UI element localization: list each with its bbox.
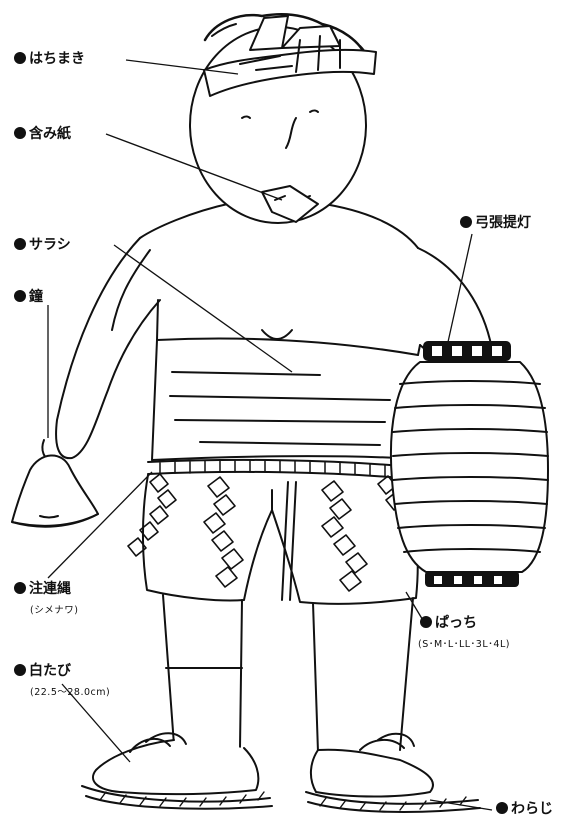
leader-lines [47, 59, 493, 811]
label-sarashi: サラシ [14, 238, 71, 252]
label-shimenawa: 注連縄 [14, 582, 71, 596]
leader-shirotabi [61, 683, 131, 763]
label-waraji: わらじ [496, 802, 553, 816]
bullet-dot-icon [14, 52, 26, 64]
leader-lantern [447, 233, 473, 343]
bullet-dot-icon [14, 127, 26, 139]
leader-waraji [429, 799, 493, 811]
hachimaki-headband [203, 15, 377, 97]
shide-paper-streamers [127, 473, 405, 592]
sarashi-belly-wrap [151, 337, 419, 461]
label-hachimaki: はちまき [14, 52, 85, 66]
label-shirotabi-sizes: (22.5～28.0cm) [30, 687, 111, 698]
hand-bell [11, 439, 99, 528]
leader-shimenawa [47, 471, 153, 579]
leader-fukumigami [105, 133, 283, 201]
legs [162, 594, 414, 753]
torso [139, 202, 421, 356]
bullet-dot-icon [14, 238, 26, 250]
label-shirotabi: 白たび [14, 664, 71, 678]
bullet-dot-icon [496, 802, 508, 814]
label-fukumigami: 含み紙 [14, 127, 71, 141]
label-shimenawa-reading: (シメナワ) [30, 605, 79, 616]
bullet-dot-icon [420, 616, 432, 628]
bullet-dot-icon [14, 664, 26, 676]
tabi-and-waraji [81, 732, 481, 813]
pacchi-shorts [141, 474, 419, 605]
label-pacchi: ぱっち [420, 616, 477, 630]
shimenawa-rope [147, 458, 403, 479]
leader-sarashi [113, 244, 293, 373]
leader-hachimaki [125, 59, 239, 75]
bullet-dot-icon [460, 216, 472, 228]
yumihari-lantern [389, 341, 549, 587]
bullet-dot-icon [14, 290, 26, 302]
fukumigami-mouth-paper [261, 185, 319, 223]
bullet-dot-icon [14, 582, 26, 594]
label-kane: 鐘 [14, 290, 43, 304]
label-pacchi-sizes: (S･M･L･LL･3L･4L) [418, 639, 510, 650]
label-yumiharijouchin: 弓張提灯 [460, 216, 531, 230]
